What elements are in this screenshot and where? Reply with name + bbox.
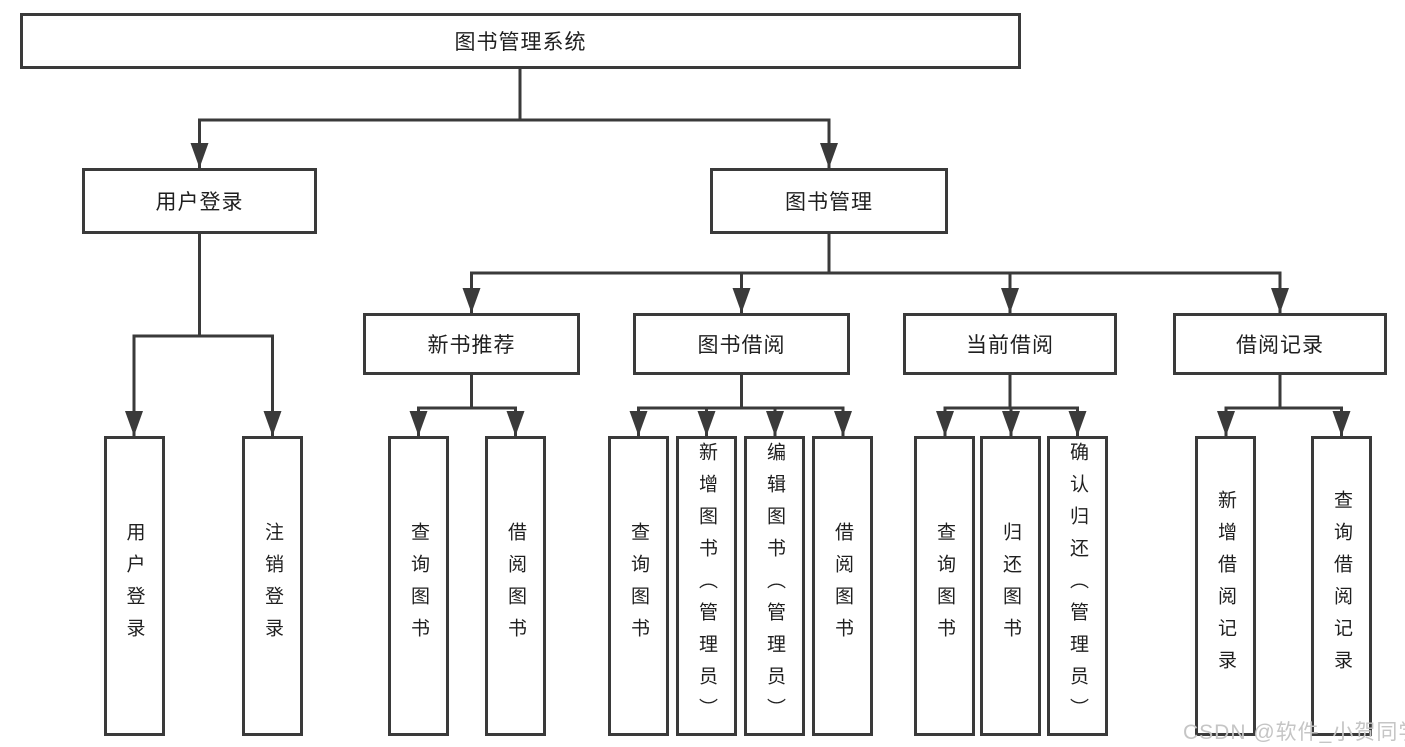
node-book-borrowing: 图书借阅 — [633, 313, 850, 375]
connector-new-book-recommend-spine — [417, 375, 517, 410]
leaf-return-books: 归还图书 — [980, 436, 1041, 736]
connector-book-management-spine — [470, 233, 1282, 275]
csdn-watermark: CSDN @软件_小贺同学 — [1183, 721, 1405, 744]
leaf-add-borrow-record: 新增借阅记录 — [1195, 436, 1256, 736]
leaf-borrow-books-recommend: 借阅图书 — [485, 436, 546, 736]
connector-book-borrowing-spine — [637, 375, 845, 410]
connector-borrowing-records-spine — [1224, 375, 1343, 410]
node-user-login: 用户登录 — [82, 168, 317, 234]
node-book-management: 图书管理 — [710, 168, 948, 234]
connector-user-login-spine — [132, 233, 274, 338]
leaf-add-book-admin: 新增图书（管理员） — [676, 436, 737, 736]
leaf-query-books-borrowing: 查询图书 — [608, 436, 669, 736]
leaf-confirm-return-admin: 确认归还（管理员） — [1047, 436, 1108, 736]
leaf-user-login: 用户登录 — [103, 436, 165, 736]
leaf-edit-book-admin: 编辑图书（管理员） — [744, 436, 805, 736]
node-new-book-recommend: 新书推荐 — [363, 313, 580, 375]
leaf-borrow-books-borrowing: 借阅图书 — [812, 436, 873, 736]
leaf-query-books-current: 查询图书 — [914, 436, 975, 736]
connector-current-borrowing-spine — [943, 375, 1079, 410]
leaf-logout-login: 注销登录 — [242, 436, 303, 736]
connector-root-spine — [198, 68, 831, 122]
node-root: 图书管理系统 — [20, 13, 1021, 69]
node-borrowing-records: 借阅记录 — [1173, 313, 1387, 375]
leaf-query-borrow-record: 查询借阅记录 — [1311, 436, 1372, 736]
leaf-query-books-recommend: 查询图书 — [388, 436, 449, 736]
node-current-borrowing: 当前借阅 — [903, 313, 1117, 375]
